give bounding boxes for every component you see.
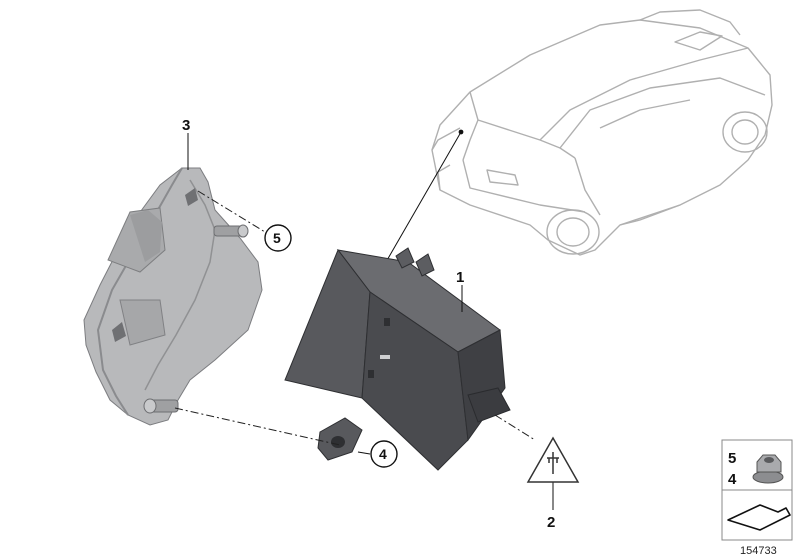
fastener-arrow-icon	[727, 504, 791, 531]
callout-3: 3	[182, 117, 190, 134]
legend-number-bottom: 4	[728, 471, 737, 488]
callout-5: 5	[273, 230, 281, 246]
control-unit-part	[284, 247, 511, 471]
car-outline-illustration	[431, 9, 773, 256]
legend-number-top: 5	[728, 450, 736, 467]
flange-nut-icon	[752, 454, 784, 484]
assembly-lines	[174, 190, 536, 446]
callout-4: 4	[379, 446, 387, 462]
callout-4-circle: 4	[370, 440, 398, 468]
callout-5-circle: 5	[264, 224, 292, 252]
callout-2: 2	[547, 514, 555, 531]
leader-line-car	[385, 129, 464, 263]
leader-lines	[187, 133, 554, 510]
callout-1: 1	[456, 269, 464, 286]
diagram-number: 154733	[740, 545, 777, 557]
hardware-legend-box: 5 4	[721, 439, 793, 541]
bracket-part	[83, 167, 263, 426]
warning-triangle-icon	[526, 436, 580, 483]
